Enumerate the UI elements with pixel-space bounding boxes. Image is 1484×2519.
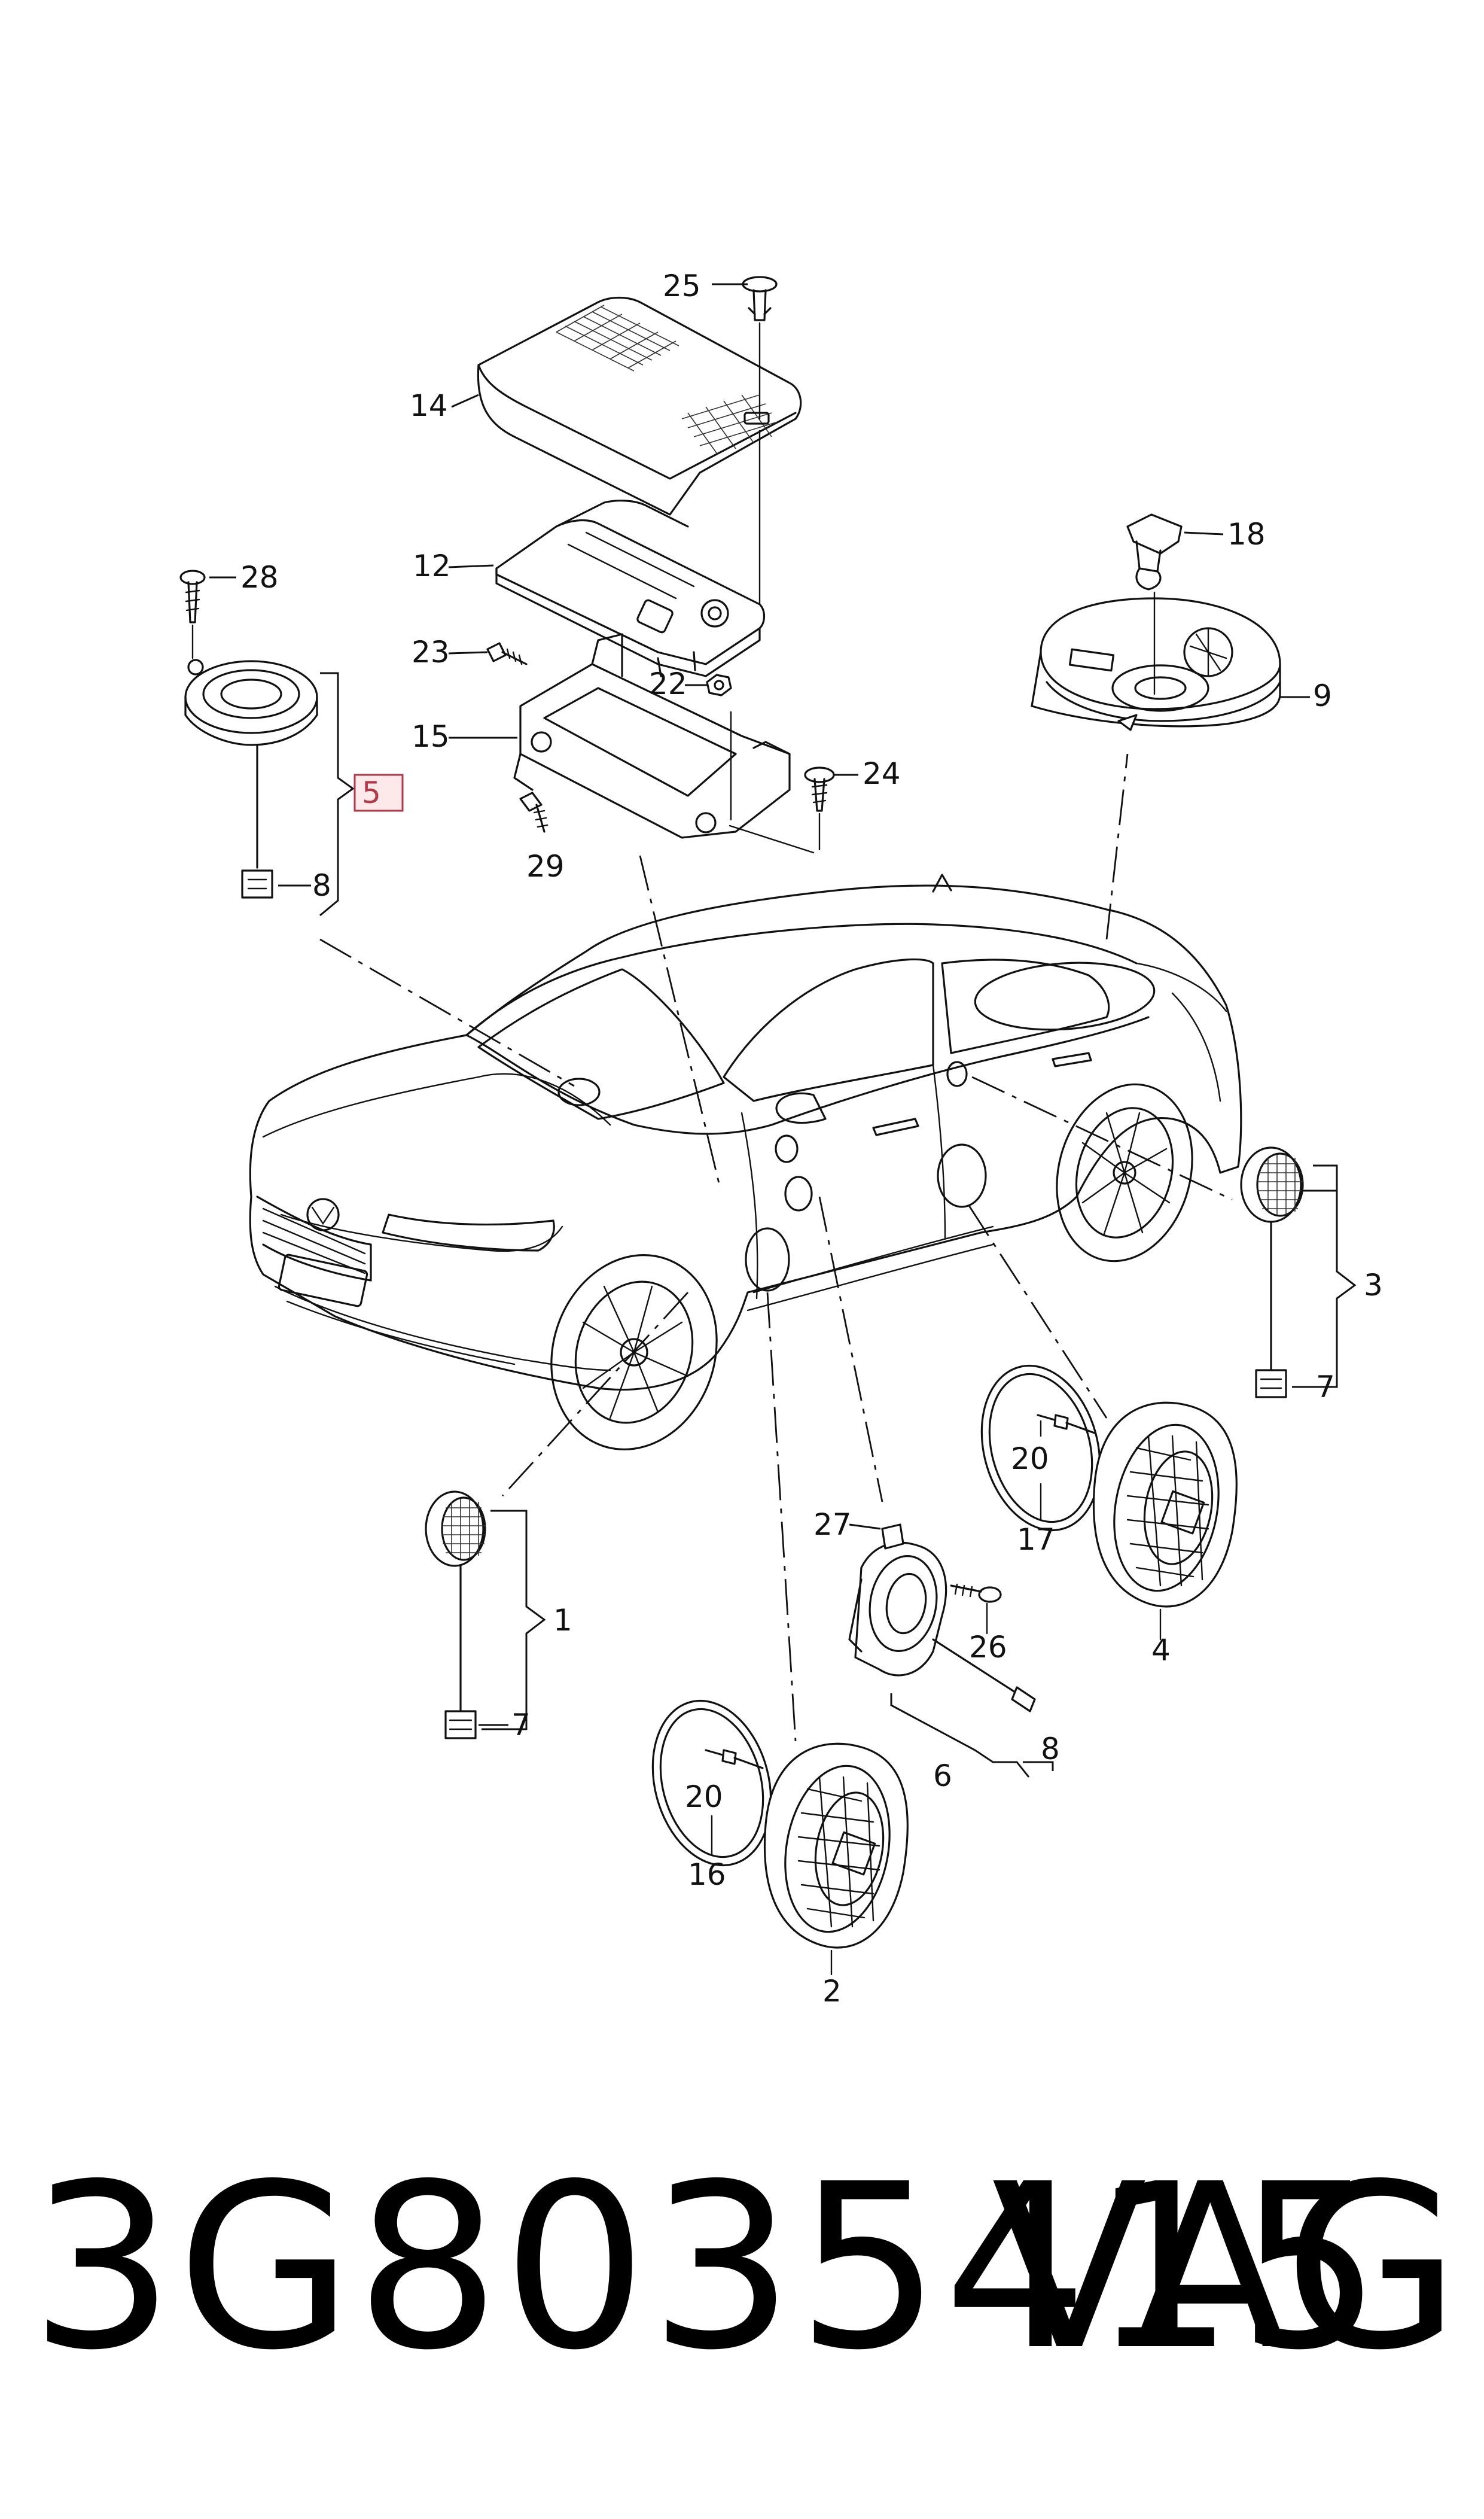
callout-15: 15 <box>412 719 450 754</box>
part-29-bolt <box>519 792 548 833</box>
part-20-screw-front <box>705 1749 764 1769</box>
part-18-grommet <box>1126 513 1183 591</box>
callout-1: 1 <box>553 1603 572 1638</box>
part-20-screw-rear <box>1037 1414 1096 1434</box>
callout-26: 26 <box>969 1630 1007 1665</box>
callout-5-box <box>354 774 404 812</box>
part-number: 3G8035415 <box>30 2135 1385 2400</box>
installation-leader-lines <box>319 753 1233 1742</box>
callout-16: 16 <box>688 1857 726 1892</box>
callout-22: 22 <box>649 667 687 701</box>
part-5-dash-speaker <box>184 659 318 899</box>
callout-labels: 25 14 12 23 15 22 24 29 28 8 18 9 3 7 20… <box>240 269 1383 2009</box>
part-17-ring-rear <box>980 1364 1101 1532</box>
callout-7a: 7 <box>511 1708 531 1742</box>
callout-12: 12 <box>413 549 451 583</box>
callout-18: 18 <box>1227 517 1266 552</box>
part-27-clip <box>881 1523 904 1550</box>
part-2-front-woofer <box>763 1742 909 1949</box>
callout-9: 9 <box>1313 679 1332 713</box>
part-3-rear-tweeter <box>1240 1146 1304 1398</box>
part-22-nut <box>706 674 732 696</box>
brand-name: VAG <box>991 2135 1460 2400</box>
callout-27: 27 <box>813 1507 852 1542</box>
part-12-amplifier <box>495 500 766 677</box>
callout-8b: 8 <box>1041 1732 1060 1766</box>
callout-2: 2 <box>822 1974 842 2009</box>
part-15-bracket <box>513 633 791 839</box>
callout-8a: 8 <box>312 868 331 903</box>
callout-20-front: 20 <box>685 1779 723 1814</box>
callout-6: 6 <box>933 1759 952 1793</box>
callout-3: 3 <box>1364 1268 1383 1303</box>
callout-14: 14 <box>410 388 448 423</box>
callout-28: 28 <box>240 560 279 595</box>
car-body <box>249 874 1242 1450</box>
footer: 3G8035415 VAG <box>0 2130 1484 2405</box>
part-14-cover <box>477 296 802 516</box>
label-leaders <box>209 283 1310 1726</box>
callout-23: 23 <box>412 635 450 670</box>
part-6-midrange <box>848 1541 1036 1712</box>
callout-29: 29 <box>526 849 565 884</box>
callout-20-rear: 20 <box>1011 1441 1049 1476</box>
callout-4: 4 <box>1151 1633 1171 1668</box>
callout-25: 25 <box>663 269 701 303</box>
exploded-parts-diagram: 25 14 12 23 15 22 24 29 28 8 18 9 3 7 20… <box>179 269 1383 2009</box>
part-16-ring-front <box>651 1699 772 1867</box>
part-23-bolt <box>486 642 528 665</box>
part-9-subwoofer <box>1031 597 1281 731</box>
callout-7b: 7 <box>1316 1370 1335 1404</box>
part-1-front-tweeter <box>425 1490 486 1739</box>
callout-24: 24 <box>863 756 901 791</box>
part-28-screw <box>179 570 206 623</box>
part-25-clip <box>742 276 778 321</box>
part-24-screw <box>804 766 835 812</box>
part-4-rear-woofer <box>1092 1401 1238 1608</box>
callout-17: 17 <box>1017 1522 1055 1557</box>
part-26-screw <box>950 1583 1002 1603</box>
callout-5: 5 <box>362 775 381 810</box>
